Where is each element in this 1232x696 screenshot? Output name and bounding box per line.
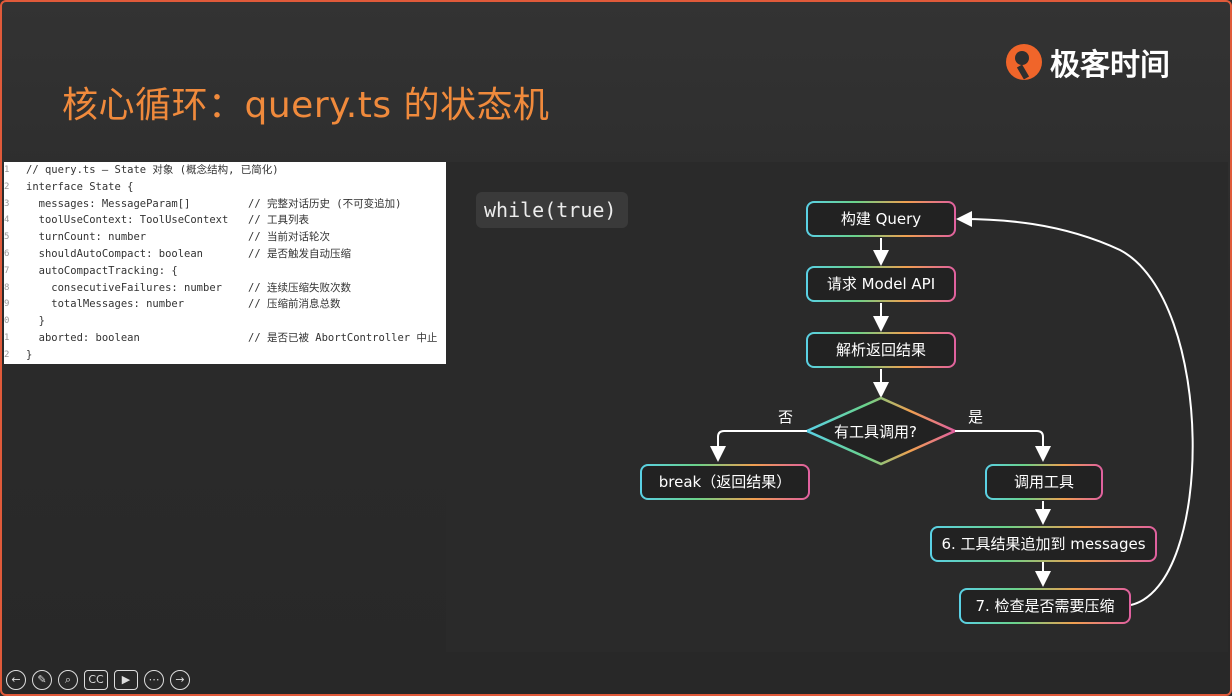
code-text: interface State {	[26, 180, 134, 193]
node-request-model-api: 请求 Model API	[806, 266, 956, 302]
node-check-compact: 7. 检查是否需要压缩	[959, 588, 1131, 624]
code-comment: // 完整对话历史 (不可变追加)	[248, 197, 402, 210]
code-line: 3 messages: MessageParam[] // 完整对话历史 (不可变…	[4, 196, 446, 213]
more-icon[interactable]: ⋯	[144, 670, 164, 690]
forward-arrow-icon[interactable]: →	[170, 670, 190, 690]
code-text: messages: MessageParam[]	[26, 197, 191, 210]
code-text: }	[26, 315, 45, 328]
code-text: }	[26, 348, 33, 361]
line-number: 3	[4, 198, 10, 209]
line-number: 9	[4, 299, 10, 310]
code-text: totalMessages: number	[26, 298, 185, 311]
code-line: 2}	[4, 347, 446, 364]
code-comment: // 连续压缩失败次数	[248, 281, 351, 294]
logo-text: 极客时间	[1050, 48, 1170, 83]
node-append-messages: 6. 工具结果追加到 messages	[930, 526, 1157, 562]
node-decision-label: 有工具调用?	[834, 423, 917, 441]
node-build-query: 构建 Query	[806, 201, 956, 237]
line-number: 6	[4, 248, 10, 259]
zoom-icon[interactable]: ⌕	[58, 670, 78, 690]
code-line: 4 toolUseContext: ToolUseContext // 工具列表	[4, 212, 446, 229]
arrow-loop-back	[956, 211, 1194, 606]
code-text: turnCount: number	[26, 231, 147, 244]
slide-title: 核心循环：query.ts 的状态机	[62, 85, 550, 126]
code-comment: // 是否已被 AbortController 中止	[248, 331, 438, 344]
line-number: 0	[4, 316, 10, 327]
code-comment: // 当前对话轮次	[248, 231, 330, 244]
diagram-panel	[446, 162, 1228, 652]
code-text: aborted: boolean	[26, 331, 140, 344]
code-text: toolUseContext: ToolUseContext	[26, 214, 229, 227]
node-break: break（返回结果）	[640, 464, 810, 500]
code-line: 5 turnCount: number // 当前对话轮次	[4, 229, 446, 246]
logo-mark-icon	[1006, 44, 1042, 80]
line-number: 1	[4, 332, 10, 343]
code-line: 7 autoCompactTracking: {	[4, 263, 446, 280]
code-line: 6 shouldAutoCompact: boolean // 是否触发自动压缩	[4, 246, 446, 263]
code-text: consecutiveFailures: number	[26, 281, 222, 294]
video-icon[interactable]: ▶	[114, 670, 138, 690]
code-text: shouldAutoCompact: boolean	[26, 247, 204, 260]
cc-icon[interactable]: CC	[84, 670, 108, 690]
code-comment: // 是否触发自动压缩	[248, 247, 351, 260]
pen-icon[interactable]: ✎	[32, 670, 52, 690]
node-call-tool: 调用工具	[985, 464, 1103, 500]
edge-no-label: 否	[778, 408, 794, 426]
while-label: while(true)	[476, 192, 628, 228]
line-number: 1	[4, 165, 10, 175]
line-number: 5	[4, 232, 10, 243]
line-number: 2	[4, 349, 10, 360]
arrow-yes-branch	[955, 430, 1051, 462]
code-text: // query.ts — State 对象 (概念结构, 已简化)	[26, 164, 279, 176]
arrow-no-branch	[710, 430, 807, 462]
code-block: 1 // query.ts — State 对象 (概念结构, 已简化) 2 inte…	[4, 162, 446, 364]
code-comment: // 压缩前消息总数	[248, 298, 341, 311]
line-number: 7	[4, 265, 10, 276]
code-line: 2 interface State {	[4, 179, 446, 196]
back-arrow-icon[interactable]: ←	[6, 670, 26, 690]
node-parse-result: 解析返回结果	[806, 332, 956, 368]
line-number: 2	[4, 181, 10, 192]
code-line: 1 aborted: boolean // 是否已被 AbortControlle…	[4, 330, 446, 347]
logo: 极客时间	[1006, 40, 1170, 84]
code-line: 1 // query.ts — State 对象 (概念结构, 已简化)	[4, 162, 446, 179]
code-line: 8 consecutiveFailures: number // 连续压缩失败次数	[4, 280, 446, 297]
code-line: 9 totalMessages: number // 压缩前消息总数	[4, 296, 446, 313]
code-text: autoCompactTracking: {	[26, 264, 178, 277]
edge-yes-label: 是	[968, 408, 984, 426]
line-number: 4	[4, 215, 10, 226]
decision-diamond	[803, 396, 959, 466]
code-line: 0 }	[4, 313, 446, 330]
player-toolbar: ← ✎ ⌕ CC ▶ ⋯ →	[6, 668, 190, 692]
code-comment: // 工具列表	[248, 214, 309, 227]
line-number: 8	[4, 282, 10, 293]
